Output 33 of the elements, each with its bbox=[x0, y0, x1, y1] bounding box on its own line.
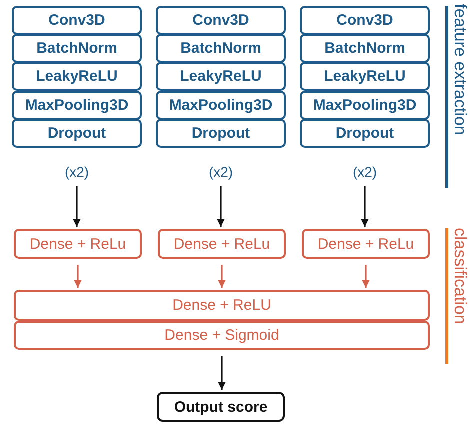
layer-box: Dense + Sigmoid bbox=[14, 321, 430, 350]
layer-box: Dropout bbox=[300, 119, 430, 148]
layer-box: Conv3D bbox=[12, 6, 142, 35]
layer-box: LeakyReLU bbox=[156, 62, 286, 91]
layer-box: LeakyReLU bbox=[300, 62, 430, 91]
repeat-label: (x2) bbox=[340, 164, 390, 180]
layer-box: Dropout bbox=[156, 119, 286, 148]
arrow bbox=[218, 356, 226, 390]
repeat-label: (x2) bbox=[52, 164, 102, 180]
section-label: classification bbox=[450, 228, 470, 324]
layer-box: BatchNorm bbox=[156, 34, 286, 63]
layer-box: Dense + ReLu bbox=[158, 229, 286, 259]
arrow bbox=[361, 186, 369, 227]
layer-box: LeakyReLU bbox=[12, 62, 142, 91]
output-box: Output score bbox=[157, 392, 285, 422]
layer-box: Dropout bbox=[12, 119, 142, 148]
layer-box: MaxPooling3D bbox=[300, 91, 430, 120]
layer-box: Dense + ReLu bbox=[14, 229, 142, 259]
layer-box: Dense + ReLU bbox=[14, 290, 430, 321]
layer-box: Conv3D bbox=[156, 6, 286, 35]
layer-box: Dense + ReLu bbox=[302, 229, 430, 259]
arrow bbox=[73, 186, 81, 227]
layer-box: BatchNorm bbox=[12, 34, 142, 63]
layer-box: Conv3D bbox=[300, 6, 430, 35]
layer-box: MaxPooling3D bbox=[12, 91, 142, 120]
arrow bbox=[218, 265, 226, 288]
section-label: feature extraction bbox=[450, 4, 470, 136]
layer-box: BatchNorm bbox=[300, 34, 430, 63]
repeat-label: (x2) bbox=[196, 164, 246, 180]
arrow bbox=[362, 265, 370, 288]
layer-box: MaxPooling3D bbox=[156, 91, 286, 120]
arrow bbox=[74, 265, 82, 288]
arrow bbox=[217, 186, 225, 227]
